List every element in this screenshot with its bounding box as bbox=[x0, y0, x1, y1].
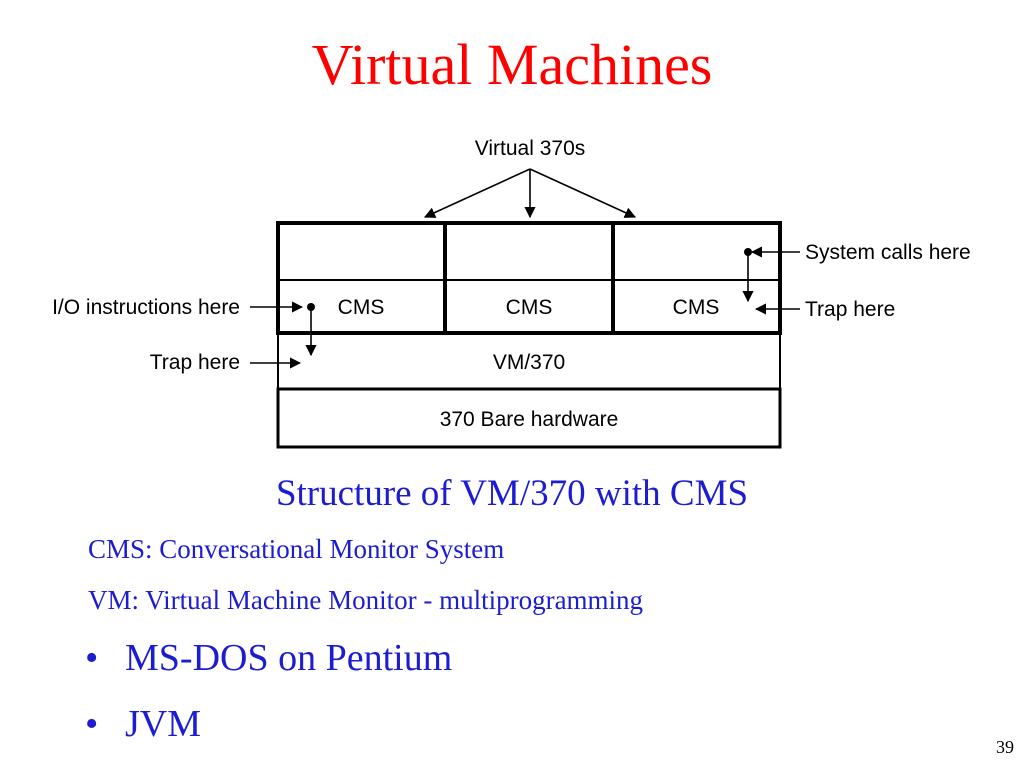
definition-cms: CMS: Conversational Monitor System bbox=[88, 534, 505, 564]
trap-here-right-label: Trap here bbox=[805, 298, 895, 321]
system-calls-label: System calls here bbox=[805, 241, 971, 264]
bullet-item: • MS-DOS on Pentium bbox=[85, 636, 452, 680]
virtual-370s-arrows bbox=[423, 168, 637, 219]
vm370-structure-diagram: Virtual 370s CMS CMS CMS VM/370 370 Bare… bbox=[52, 137, 971, 449]
slide-title: Virtual Machines bbox=[311, 32, 713, 97]
bullet-text: JVM bbox=[125, 703, 202, 745]
vm370-label: VM/370 bbox=[493, 351, 565, 374]
bullet-item: • JVM bbox=[85, 702, 201, 746]
page-number: 39 bbox=[996, 737, 1014, 757]
trap-here-left-label: Trap here bbox=[150, 351, 240, 374]
cms-label-1: CMS bbox=[338, 296, 385, 319]
hardware-layer bbox=[276, 387, 782, 449]
virtual-370s-label: Virtual 370s bbox=[475, 137, 586, 160]
cms-label-2: CMS bbox=[506, 296, 553, 319]
bullet-text: MS-DOS on Pentium bbox=[125, 637, 453, 679]
bullet-symbol: • bbox=[85, 637, 99, 679]
diagram-caption: Structure of VM/370 with CMS bbox=[275, 473, 749, 514]
io-instructions-label: I/O instructions here bbox=[52, 296, 240, 319]
hardware-label: 370 Bare hardware bbox=[440, 408, 619, 431]
bullet-symbol: • bbox=[85, 703, 99, 745]
cms-label-3: CMS bbox=[673, 296, 720, 319]
definition-vm: VM: Virtual Machine Monitor - multiprogr… bbox=[88, 585, 644, 615]
